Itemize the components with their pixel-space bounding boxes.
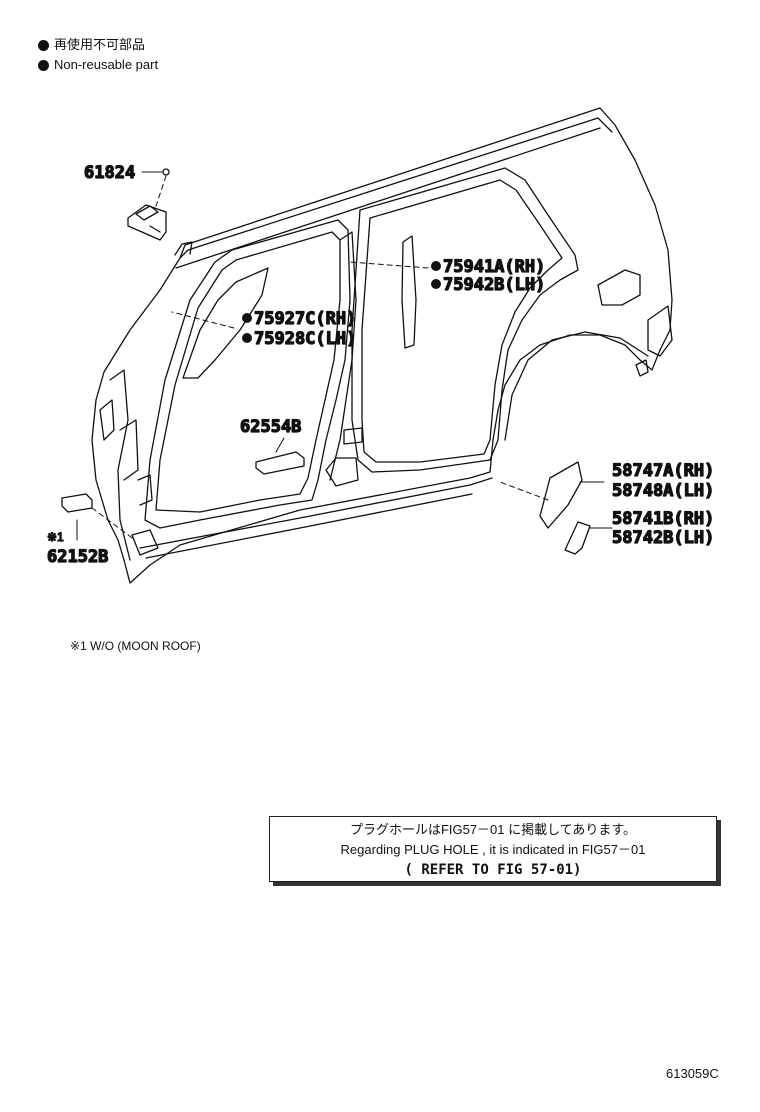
non-reusable-dot-icon xyxy=(38,39,49,51)
body-side-outer-panel xyxy=(91,107,673,584)
part-75942b: 75942B(LH) xyxy=(443,275,545,295)
non-reusable-dot-icon xyxy=(242,313,252,323)
leader-lines xyxy=(76,171,613,541)
pad-62554b xyxy=(255,451,305,475)
part-58747a: 58747A(RH) xyxy=(612,461,714,481)
part-75928c: 75928C(LH) xyxy=(254,329,356,349)
bracket-61824 xyxy=(127,204,167,241)
legend-en-text: Non-reusable part xyxy=(54,57,159,72)
note-line-jp: プラグホールはFIG57－01 に掲載してあります。 xyxy=(349,822,637,837)
non-reusable-dot-icon xyxy=(431,279,441,289)
non-reusable-dot-icon xyxy=(242,333,252,343)
part-75941a: 75941A(RH) xyxy=(443,257,545,277)
mudguard-58747a xyxy=(539,461,583,529)
part-75927c: 75927C(RH) xyxy=(254,309,356,329)
part-61824: 61824 xyxy=(84,163,135,183)
legend-jp-text: 再使用不可部品 xyxy=(54,37,146,52)
plug-hole-note-box: プラグホールはFIG57－01 に掲載してあります。 Regarding PLU… xyxy=(269,816,717,882)
note-line-refer: ( REFER TO FIG 57-01) xyxy=(404,862,582,878)
part-58742b: 58742B(LH) xyxy=(612,528,714,548)
center-pillar-garnish xyxy=(401,235,417,349)
legend-non-reusable-jp: 再使用不可部品 xyxy=(38,37,145,53)
figure-id: 613059C xyxy=(666,1066,719,1081)
non-reusable-dot-icon xyxy=(431,261,441,271)
footnote-mark-1: ※1 xyxy=(47,530,64,544)
part-62152b: 62152B xyxy=(47,547,108,567)
clip-icon xyxy=(162,168,170,176)
note-line-en: Regarding PLUG HOLE , it is indicated in… xyxy=(340,842,646,857)
front-door-garnish xyxy=(182,267,269,379)
footnote-without-moon-roof: ※1 W/O (MOON ROOF) xyxy=(70,639,201,653)
part-58748a: 58748A(LH) xyxy=(612,481,714,501)
non-reusable-dot-icon xyxy=(38,59,49,71)
pad-62152b xyxy=(61,493,93,513)
part-58741b: 58741B(RH) xyxy=(612,509,714,529)
guard-58741b xyxy=(564,521,591,555)
legend-non-reusable-en: Non-reusable part xyxy=(38,57,158,73)
part-62554b: 62554B xyxy=(240,417,301,437)
